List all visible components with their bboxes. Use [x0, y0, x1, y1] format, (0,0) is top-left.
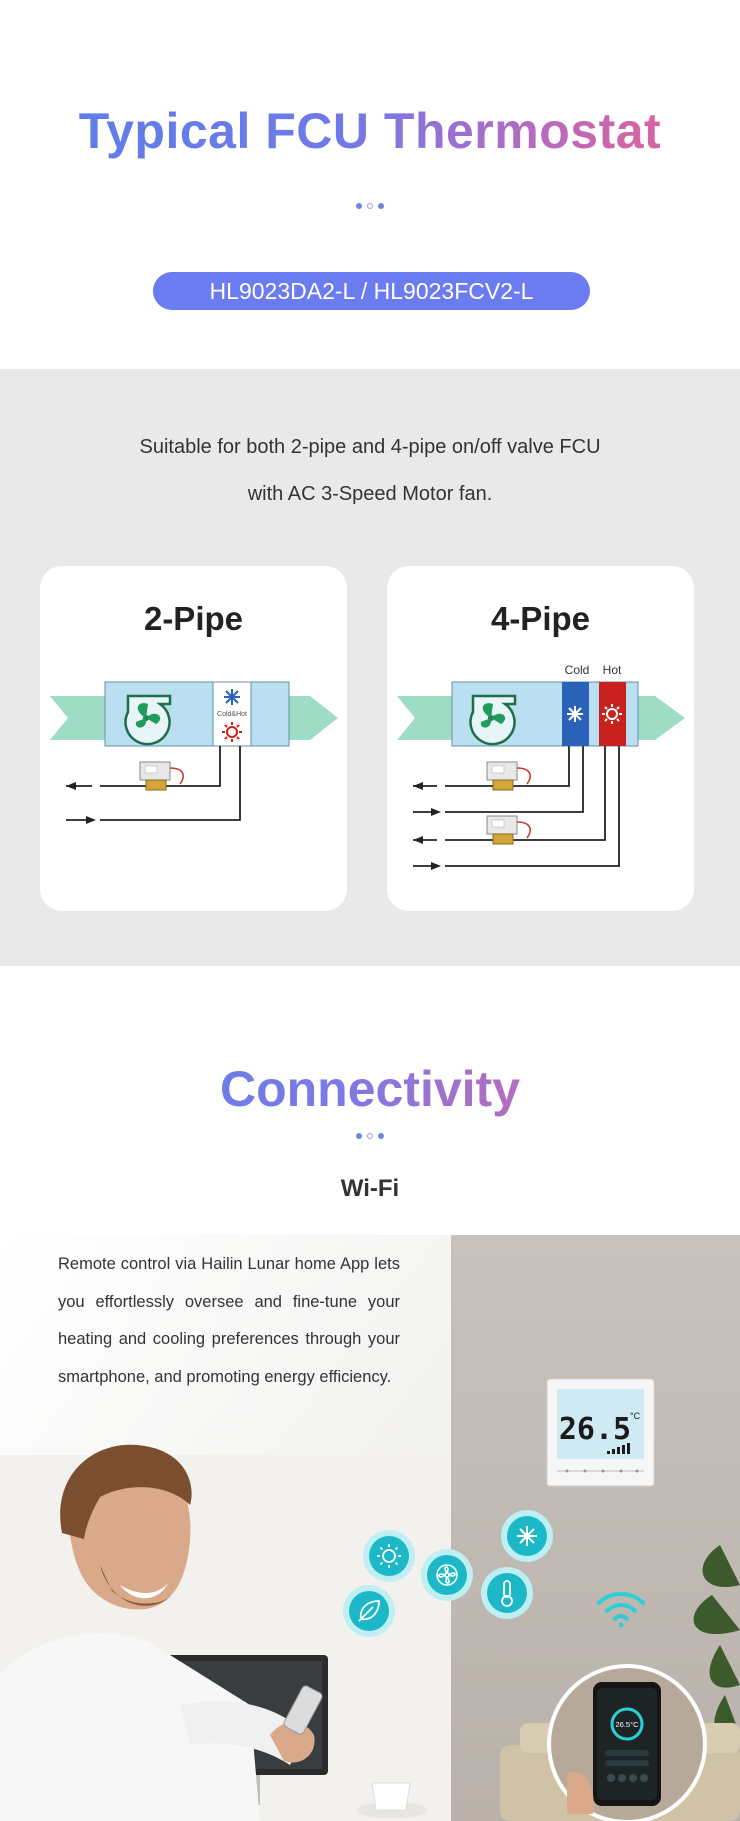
connectivity-divider-dots: [0, 1133, 740, 1139]
coil-label: Cold&Hot: [217, 711, 247, 718]
valve-icon: [139, 761, 184, 791]
four-pipe-card: 4-Pipe Cold Hot: [387, 566, 694, 911]
page-title: Typical FCU Thermostat: [0, 102, 740, 160]
hot-coil-label: Hot: [603, 663, 622, 677]
fan-icon: [421, 1549, 473, 1601]
snowflake-icon: [567, 706, 583, 722]
four-pipe-diagram: Cold Hot: [397, 663, 685, 870]
sun-icon: [363, 1530, 415, 1582]
two-pipe-card: 2-Pipe Cold&Hot: [40, 566, 347, 911]
fan-icon: [469, 694, 517, 746]
thermostat-temperature: 26.5: [559, 1412, 631, 1447]
snowflake-icon: [224, 689, 240, 705]
wall-thermostat: 26.5 °C: [546, 1378, 655, 1487]
fan-icon: [124, 694, 172, 746]
lifestyle-photo: 26.5 °C: [0, 1235, 740, 1821]
snowflake-icon: [501, 1510, 553, 1562]
sun-icon: [222, 722, 242, 742]
leaf-icon: [343, 1585, 395, 1637]
valve-icon: [486, 815, 531, 845]
thermostat-unit: °C: [630, 1411, 641, 1421]
hero-section: Typical FCU Thermostat HL9023DA2-L / HL9…: [0, 0, 740, 369]
phone-in-hand: [283, 1685, 323, 1735]
man-with-phone: [0, 1444, 323, 1821]
connectivity-description: Remote control via Hailin Lunar home App…: [58, 1255, 400, 1386]
title-divider-dots: [0, 203, 740, 209]
two-pipe-title: 2-Pipe: [143, 600, 244, 637]
cold-coil-label: Cold: [565, 663, 590, 677]
signal-bars-icon: [607, 1443, 630, 1454]
model-number-badge: HL9023DA2-L / HL9023FCV2-L: [153, 272, 590, 310]
suitability-line-2: with AC 3-Speed Motor fan.: [247, 483, 493, 505]
thermometer-icon: [481, 1567, 533, 1619]
valve-icon: [486, 761, 531, 791]
four-pipe-title: 4-Pipe: [490, 600, 591, 637]
app-temperature-readout: 26.5°C: [615, 1720, 639, 1729]
connectivity-title: Connectivity: [0, 1060, 740, 1118]
sun-icon: [602, 704, 622, 724]
wifi-heading: Wi-Fi: [340, 1175, 400, 1202]
two-pipe-diagram: Cold&Hot: [50, 681, 338, 824]
app-phone-closeup: 26.5°C: [547, 1664, 707, 1821]
wifi-icon: [597, 1592, 645, 1628]
suitability-line-1: Suitable for both 2-pipe and 4-pipe on/o…: [139, 436, 601, 458]
